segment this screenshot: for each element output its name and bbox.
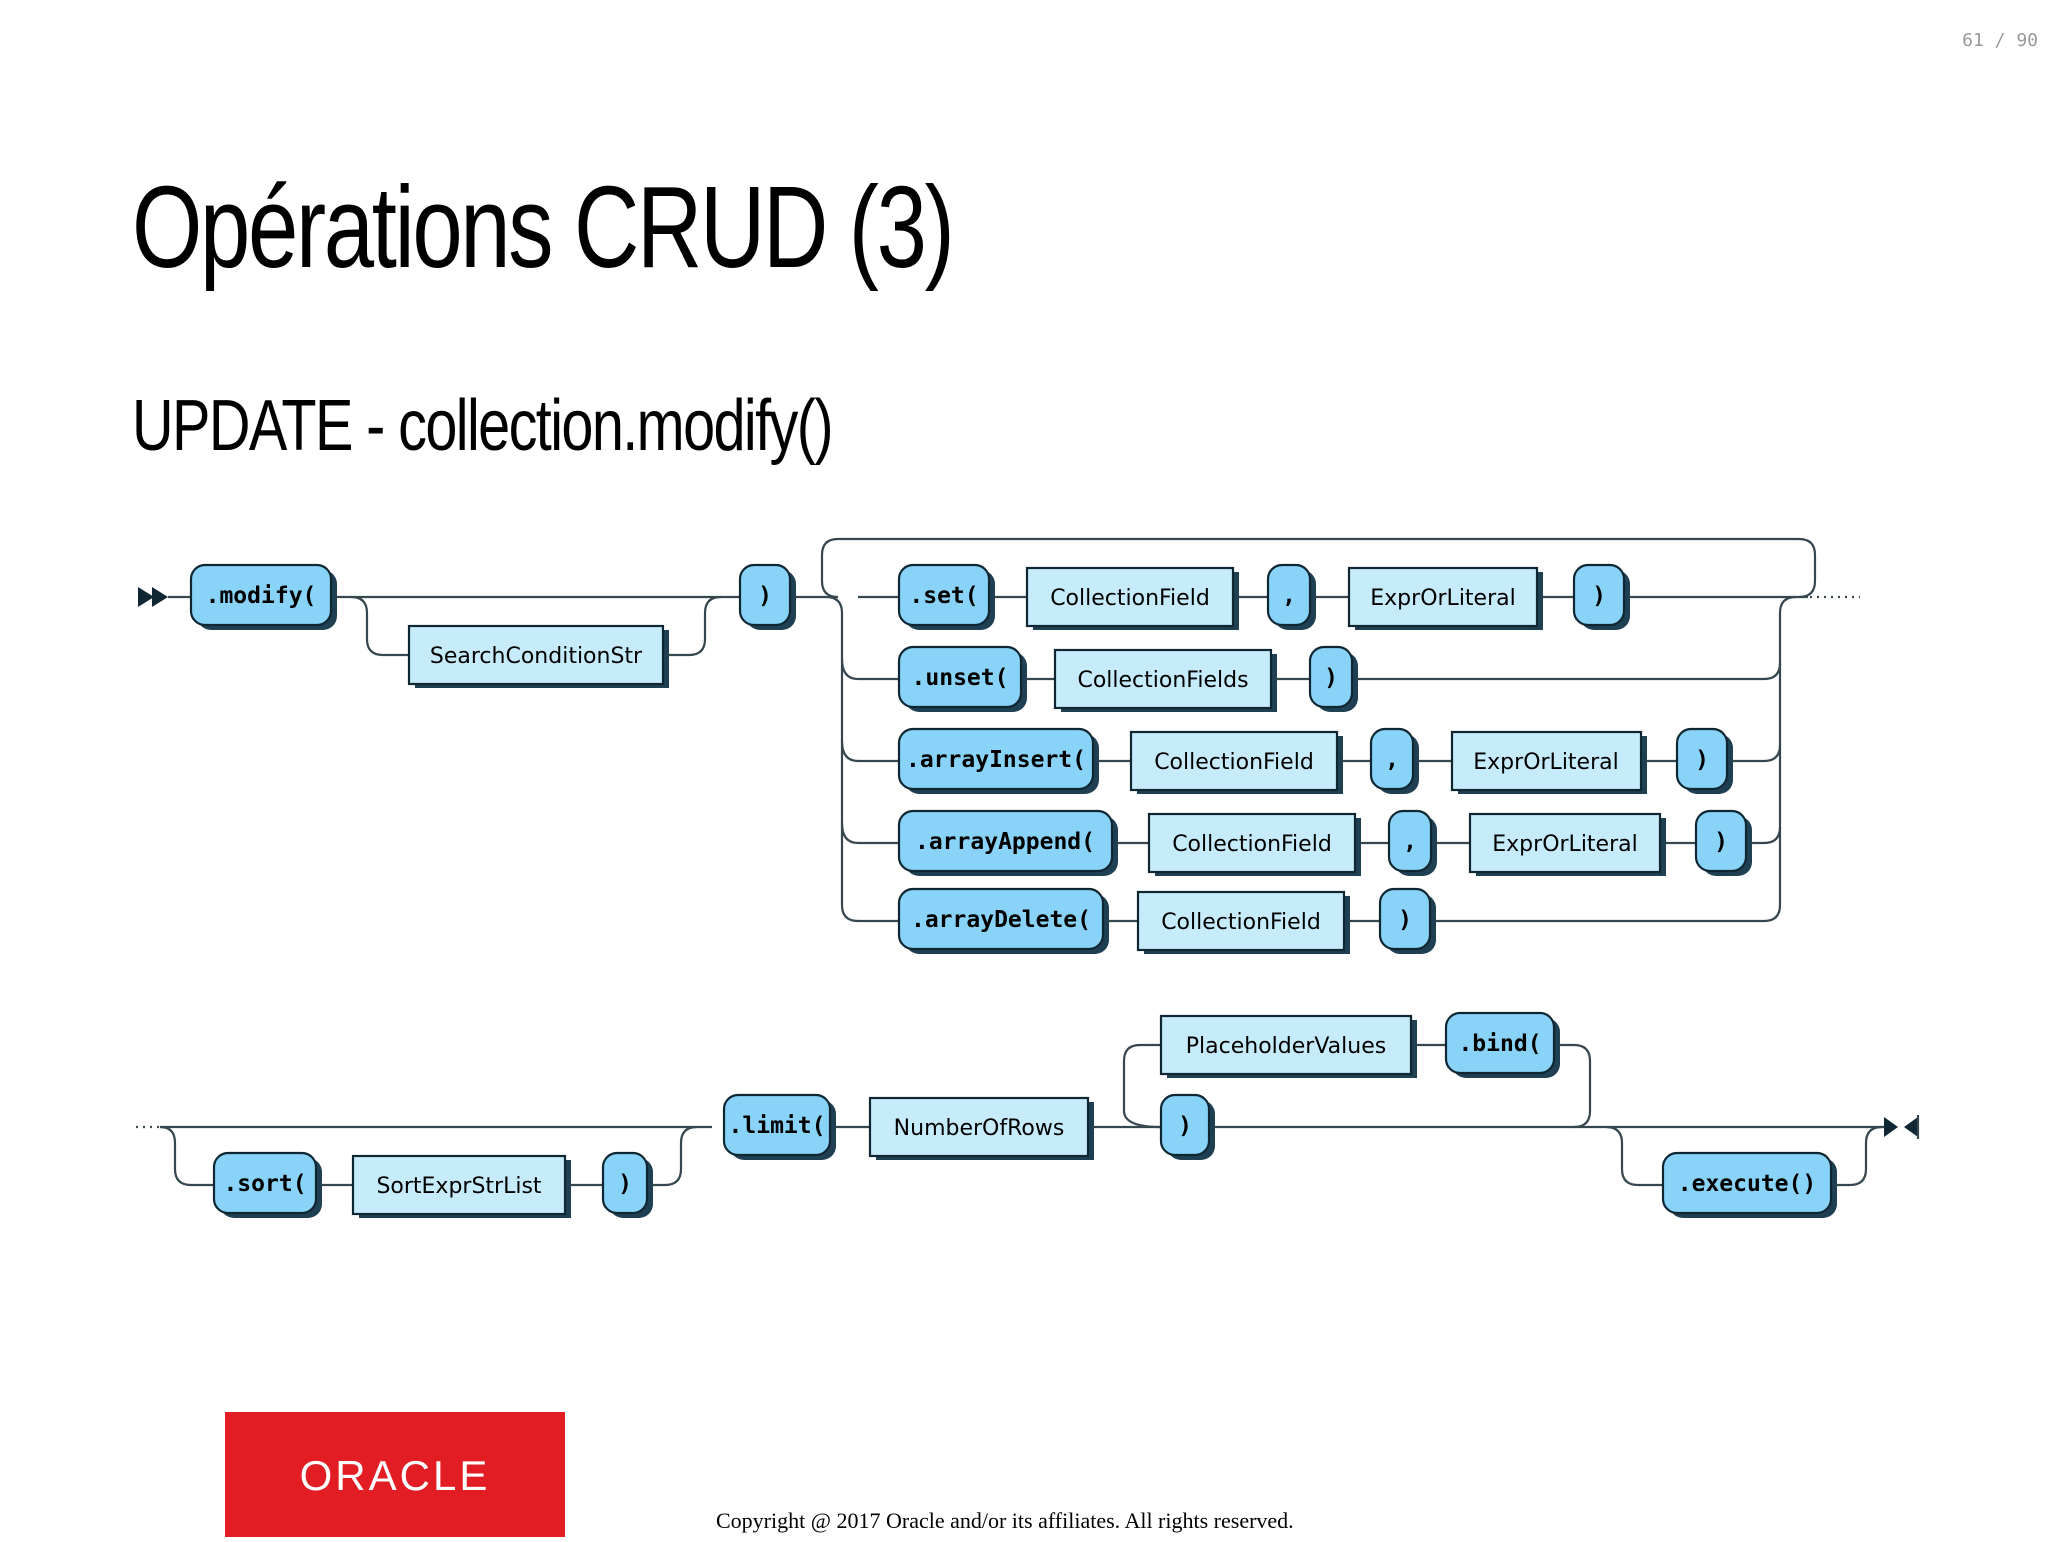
slide-title: Opérations CRUD (3) <box>132 162 955 292</box>
terminal-sort: .sort( <box>212 1151 322 1218</box>
terminal-close-paren: ) <box>1572 563 1630 630</box>
terminal-comma: , <box>1266 563 1316 630</box>
terminal-close-paren: ) <box>1378 887 1436 954</box>
copyright-notice: Copyright @ 2017 Oracle and/or its affil… <box>716 1508 1294 1533</box>
svg-text:.set(: .set( <box>909 583 978 609</box>
svg-text:ORACLE: ORACLE <box>300 1452 491 1499</box>
svg-text:): ) <box>1695 747 1709 773</box>
terminal-array-insert: .arrayInsert( <box>897 727 1099 794</box>
nonterminal-collection-field: CollectionField <box>1147 812 1361 876</box>
terminal-close-paren: ) <box>601 1151 653 1218</box>
nonterminal-collection-field: CollectionField <box>1136 890 1350 954</box>
start-marker <box>138 587 168 607</box>
nonterminal-collection-field: CollectionField <box>1025 566 1239 630</box>
svg-text:ExprOrLiteral: ExprOrLiteral <box>1370 586 1515 611</box>
terminal-limit: .limit( <box>722 1093 836 1160</box>
terminal-close-paren: ) <box>738 563 796 630</box>
svg-text:.limit(: .limit( <box>729 1113 826 1139</box>
terminal-comma: , <box>1387 809 1437 876</box>
nonterminal-collection-field: CollectionField <box>1129 730 1343 794</box>
terminal-set: .set( <box>897 563 995 630</box>
svg-text:,: , <box>1282 583 1296 609</box>
svg-text:PlaceholderValues: PlaceholderValues <box>1186 1034 1386 1059</box>
svg-text:.modify(: .modify( <box>206 583 317 609</box>
svg-text:): ) <box>1398 907 1412 933</box>
svg-text:ExprOrLiteral: ExprOrLiteral <box>1492 832 1637 857</box>
railroad-diagram: .modify( SearchConditionStr ) .set( Coll… <box>136 537 1920 1218</box>
nonterminal-expr-or-literal: ExprOrLiteral <box>1450 730 1647 794</box>
svg-text:): ) <box>1714 829 1728 855</box>
svg-text:.arrayAppend(: .arrayAppend( <box>915 829 1095 855</box>
nonterminal-number-of-rows: NumberOfRows <box>868 1096 1094 1160</box>
svg-text:.arrayInsert(: .arrayInsert( <box>906 747 1086 773</box>
svg-text:SearchConditionStr: SearchConditionStr <box>430 644 643 669</box>
nonterminal-expr-or-literal: ExprOrLiteral <box>1468 812 1666 876</box>
end-marker <box>1884 1115 1920 1139</box>
nonterminal-expr-or-literal: ExprOrLiteral <box>1347 566 1543 630</box>
svg-text:): ) <box>758 583 772 609</box>
terminal-close-paren: ) <box>1159 1093 1215 1160</box>
svg-text:CollectionField: CollectionField <box>1154 750 1314 775</box>
terminal-close-paren: ) <box>1694 809 1752 876</box>
svg-text:): ) <box>618 1171 632 1197</box>
svg-text:,: , <box>1385 747 1399 773</box>
svg-text:): ) <box>1178 1113 1192 1139</box>
svg-text:CollectionField: CollectionField <box>1161 910 1321 935</box>
svg-text:,: , <box>1403 829 1417 855</box>
nonterminal-search-condition: SearchConditionStr <box>407 624 669 688</box>
terminal-comma: , <box>1369 727 1419 794</box>
diagram-connectors <box>136 537 1896 1187</box>
terminal-array-append: .arrayAppend( <box>897 809 1118 876</box>
page-number: 61 / 90 <box>1962 30 2038 51</box>
svg-text:.sort(: .sort( <box>223 1171 306 1197</box>
svg-text:.arrayDelete(: .arrayDelete( <box>911 907 1091 933</box>
svg-text:.bind(: .bind( <box>1458 1031 1541 1057</box>
svg-text:CollectionField: CollectionField <box>1050 586 1210 611</box>
svg-text:.execute(): .execute() <box>1678 1171 1816 1197</box>
svg-text:CollectionFields: CollectionFields <box>1077 668 1248 693</box>
terminal-close-paren: ) <box>1308 645 1358 712</box>
terminal-close-paren: ) <box>1675 727 1733 794</box>
terminal-modify: .modify( <box>189 563 337 630</box>
svg-text:CollectionField: CollectionField <box>1172 832 1332 857</box>
terminal-bind: .bind( <box>1444 1011 1560 1078</box>
svg-text:NumberOfRows: NumberOfRows <box>894 1116 1065 1141</box>
nonterminal-sort-expr-str-list: SortExprStrList <box>351 1154 571 1218</box>
terminal-unset: .unset( <box>897 645 1027 712</box>
terminal-execute: .execute() <box>1661 1151 1837 1218</box>
nonterminal-placeholder-values: PlaceholderValues <box>1159 1014 1417 1078</box>
svg-text:): ) <box>1324 665 1338 691</box>
svg-text:.unset(: .unset( <box>912 665 1009 691</box>
svg-text:ExprOrLiteral: ExprOrLiteral <box>1473 750 1618 775</box>
nonterminal-collection-fields: CollectionFields <box>1053 648 1277 712</box>
svg-text:SortExprStrList: SortExprStrList <box>376 1174 541 1199</box>
slide-subtitle: UPDATE - collection.modify() <box>132 386 833 466</box>
oracle-logo: ORACLE <box>225 1412 565 1537</box>
terminal-array-delete: .arrayDelete( <box>897 887 1109 954</box>
svg-text:): ) <box>1592 583 1606 609</box>
